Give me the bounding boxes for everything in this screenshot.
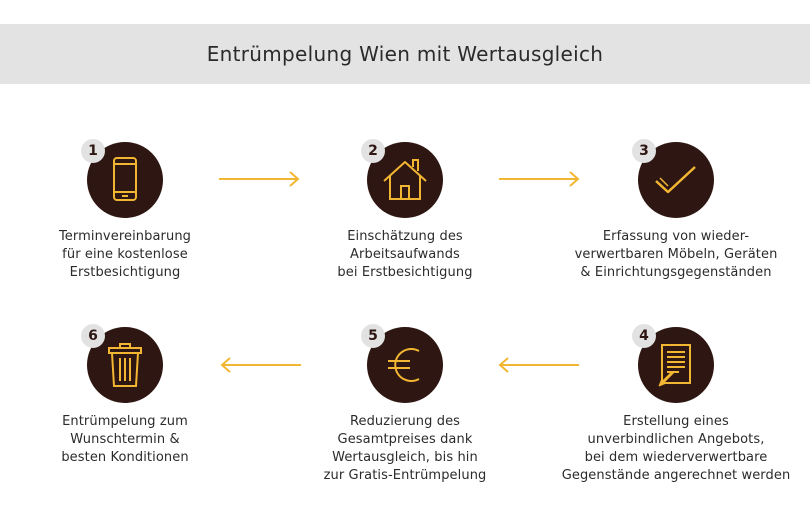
arrow-left-icon: [220, 357, 301, 373]
step-3-description: Erfassung von wieder- verwertbaren Möbel…: [574, 229, 778, 280]
step-6-circle: 6: [81, 324, 163, 403]
step-2-number: 2: [361, 139, 385, 163]
euro-icon: [388, 348, 420, 382]
step-6-number: 6: [81, 324, 105, 348]
step-1-circle: 1: [81, 139, 163, 218]
trash-can-icon: [108, 343, 142, 387]
step-6-description: Entrümpelung zum Wunschtermin & besten K…: [61, 414, 189, 465]
title-bar: Entrümpelung Wien mit Wertausgleich: [0, 24, 810, 84]
step-5-number: 5: [361, 324, 385, 348]
step-2-circle: 2: [361, 139, 443, 218]
step-5-description: Reduzierung des Gesamtpreises dank Werta…: [323, 414, 487, 483]
step-4-circle: 4: [632, 324, 714, 403]
step-2-description: Einschätzung des Arbeitsaufwands bei Ers…: [337, 229, 473, 280]
step-3-circle: 3: [632, 139, 714, 218]
step-1-number: 1: [81, 139, 105, 163]
step-4-number: 4: [632, 324, 656, 348]
step-3-number: 3: [632, 139, 656, 163]
arrow-left-icon: [498, 357, 579, 373]
smartphone-icon: [113, 157, 137, 201]
page-title: Entrümpelung Wien mit Wertausgleich: [206, 42, 604, 66]
step-5-circle: 5: [361, 324, 443, 403]
step-4-description: Erstellung eines unverbindlichen Angebot…: [561, 414, 791, 483]
house-icon: [383, 159, 427, 200]
checkmark-icon: [655, 166, 696, 194]
step-1-description: Terminvereinbarung für eine kostenlose E…: [58, 229, 192, 280]
arrow-right-icon: [499, 171, 580, 187]
document-pen-icon: [658, 344, 691, 387]
arrow-right-icon: [219, 171, 300, 187]
